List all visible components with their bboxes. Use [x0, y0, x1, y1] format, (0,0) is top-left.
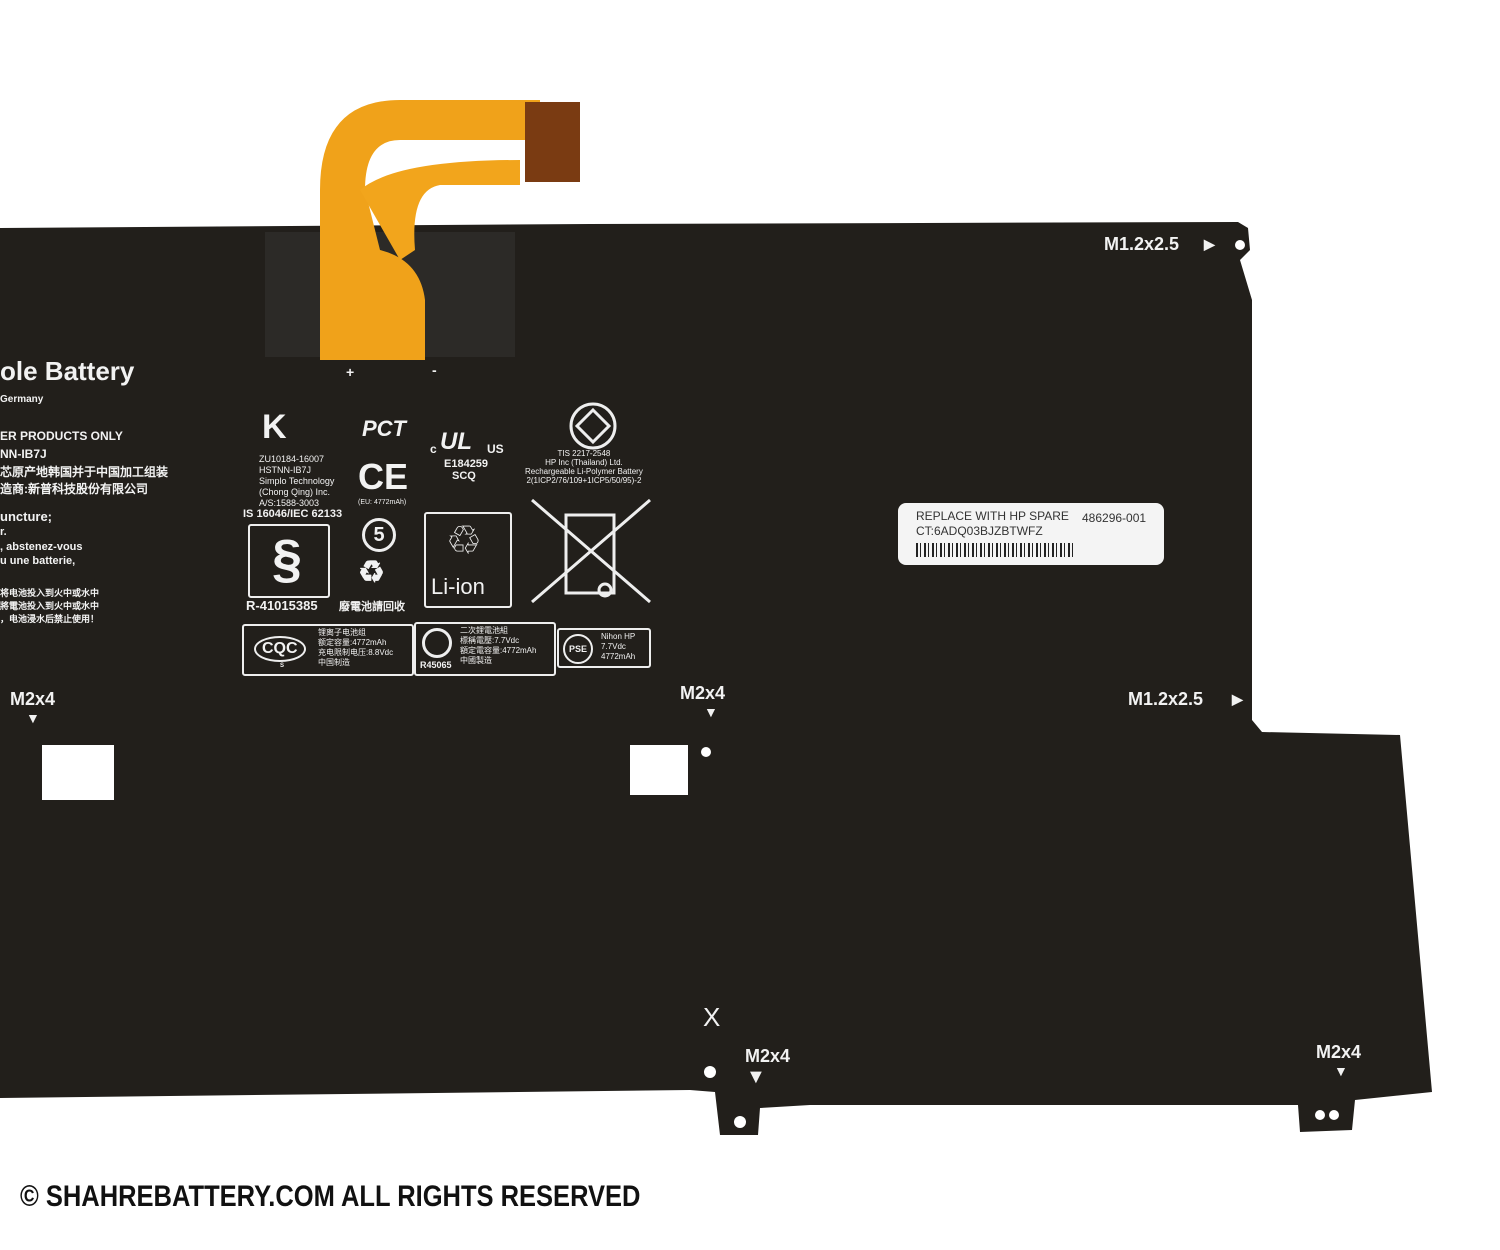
products-text: ER PRODUCTS ONLY — [0, 429, 123, 443]
screw-hole — [704, 1066, 716, 1078]
arrow-down-icon: ▼ — [746, 1066, 766, 1088]
arrow-down-icon: ▼ — [704, 704, 718, 720]
left-cutout — [42, 745, 114, 800]
center-cutout — [630, 745, 688, 795]
battery-body — [0, 222, 1432, 1135]
barcode — [916, 543, 1076, 557]
model-text: NN-IB7J — [0, 447, 47, 461]
ul-c: c — [430, 442, 437, 456]
flex-cable-mid — [360, 160, 520, 260]
screw-label-bottom-center: M2x4 — [745, 1046, 791, 1066]
screw-label-bottom-right: M2x4 — [1316, 1042, 1362, 1062]
flex-cable — [320, 100, 540, 360]
cn-warning2: 將電池投入到火中或水中 — [0, 601, 100, 611]
is-standard: IS 16046/IEC 62133 — [243, 508, 343, 520]
ce-mark-icon: CE — [358, 456, 409, 497]
bis-code: R-41015385 — [246, 598, 318, 613]
flex-cable-end — [525, 102, 580, 182]
minus-terminal: - — [432, 362, 437, 378]
spare-part-number: 486296-001 — [1082, 511, 1147, 525]
screw-hole — [1235, 240, 1245, 250]
copyright-watermark: © SHAHREBATTERY.COM ALL RIGHTS RESERVED — [20, 1180, 641, 1213]
pct-mark-icon: PCT — [362, 416, 406, 441]
screw-label-mid-right: M1.2x2.5 — [1128, 689, 1204, 709]
recycle-tw-text: 廢電池請回收 — [339, 601, 405, 613]
origin-text: Germany — [0, 394, 44, 405]
cn-warning3: ，电池浸水后禁止使用！ — [0, 614, 100, 624]
warning-line1: uncture; — [0, 509, 52, 524]
spare-part-label: REPLACE WITH HP SPARE 486296-001 CT:6ADQ… — [898, 503, 1164, 565]
ul-code: E184259 — [444, 458, 489, 470]
weee-bin-icon — [531, 498, 651, 604]
tis-icon — [569, 402, 617, 450]
screw-hole — [734, 1116, 746, 1128]
arrow-right-icon: ▶ — [1232, 691, 1243, 707]
ul-scq: SCQ — [452, 470, 476, 482]
bsmi-mark-icon — [422, 628, 452, 658]
cn-line1: 芯原产地韩国并于中国加工组装 — [0, 465, 169, 479]
spare-label-text: REPLACE WITH HP SPARE — [916, 509, 1069, 523]
warning-line2: r. — [0, 526, 7, 538]
screw-label-center: M2x4 — [680, 683, 726, 703]
recycle-tw-icon: ♻ — [358, 556, 385, 589]
pse-mark-icon: PSE — [563, 634, 593, 664]
ce-note: (EU: 4772mAh) — [358, 499, 407, 506]
plus-terminal: + — [346, 364, 355, 380]
warning-line4: u une batterie, — [0, 555, 76, 567]
screw-hole — [1329, 1110, 1339, 1120]
arrow-right-icon: ▶ — [1204, 236, 1215, 252]
cn-line2: 造商:新普科技股份有限公司 — [0, 482, 148, 496]
x-mark: X — [703, 1002, 721, 1032]
cqc-mark-icon: CQC — [254, 636, 306, 662]
ul-us: US — [487, 442, 504, 456]
screw-label-top-right: M1.2x2.5 — [1104, 234, 1180, 254]
ct-number: CT:6ADQ03BJZBTWFZ — [916, 524, 1043, 538]
screw-hole — [1315, 1110, 1325, 1120]
li-ion-recycle-icon: ♲ Li-ion — [424, 512, 512, 608]
arrow-down-icon: ▼ — [1334, 1063, 1348, 1079]
screw-hole — [1266, 700, 1278, 712]
screw-label-left: M2x4 — [10, 689, 56, 709]
arrow-down-icon: ▼ — [26, 710, 40, 726]
epa-years-icon: 5 — [362, 518, 396, 552]
screw-hole — [701, 747, 711, 757]
bis-mark-icon: § — [248, 524, 330, 598]
kc-mark-icon: K — [262, 408, 287, 446]
warning-line3: , abstenez-vous — [0, 541, 83, 553]
ul-mark-icon: UL — [440, 428, 472, 455]
cn-warning1: 将电池投入到火中或水中 — [0, 588, 100, 598]
battery-title: ole Battery — [0, 356, 135, 386]
